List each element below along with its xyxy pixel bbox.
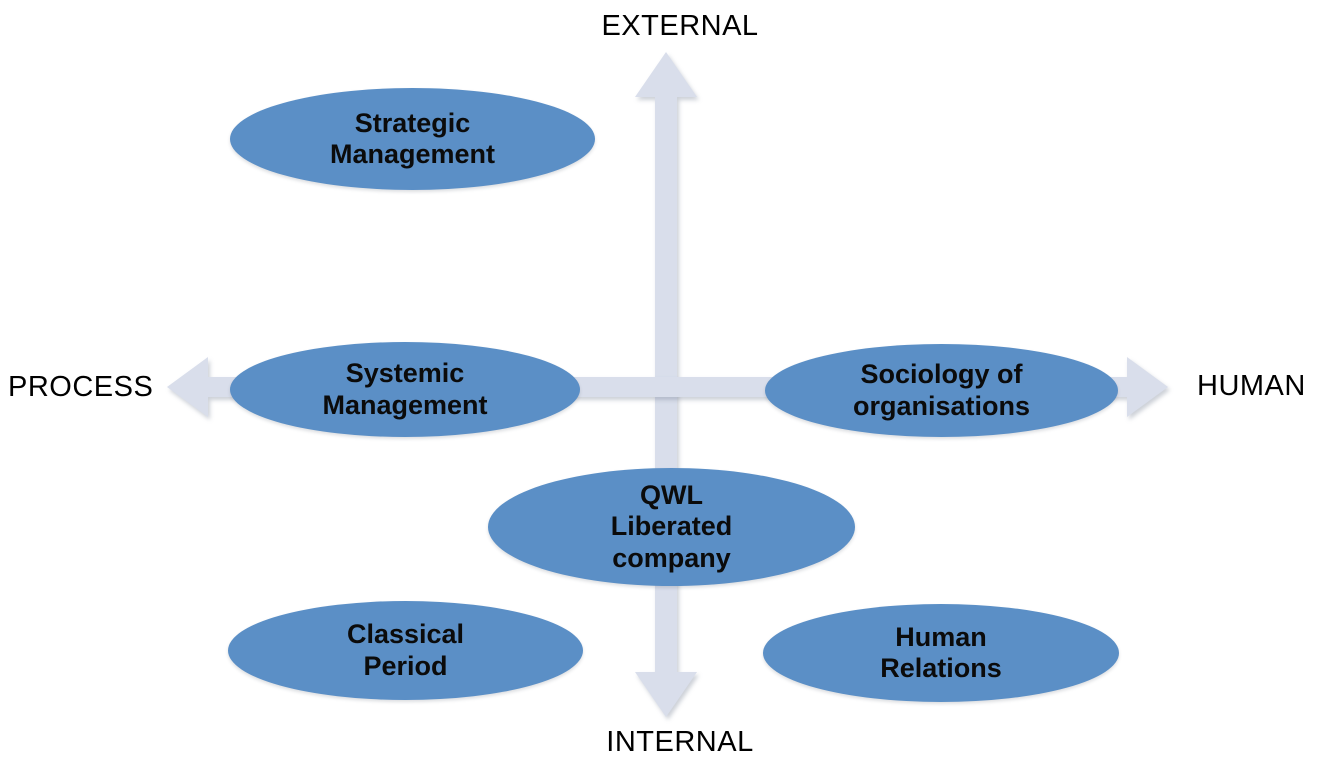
node-label-line: Liberated (610, 511, 733, 542)
arrow-left-icon (167, 357, 208, 417)
node-label-line: company (612, 542, 731, 573)
node-label-line: Classical (346, 619, 465, 650)
node-human-relations: Human Relations (763, 604, 1119, 702)
axis-label-external: EXTERNAL (601, 10, 759, 42)
node-systemic-management: Systemic Management (230, 342, 580, 437)
node-label-line: Management (329, 139, 496, 169)
node-label-line: QWL (640, 480, 703, 511)
node-label-line: Management (322, 389, 488, 420)
node-strategic-management: Strategic Management (230, 88, 595, 190)
arrow-up-icon (635, 52, 697, 97)
arrow-down-icon (635, 672, 697, 717)
vertical-axis-shaft (655, 93, 677, 675)
node-classical-period: Classical Period (228, 601, 583, 700)
arrow-right-icon (1127, 357, 1168, 417)
node-label-line: Sociology of (860, 359, 1023, 390)
node-label-line: Systemic (345, 358, 465, 389)
node-label-line: Strategic (354, 107, 471, 138)
node-label-line: Relations (880, 653, 1002, 683)
node-label-line: Period (363, 650, 448, 681)
axis-label-human: HUMAN (1197, 370, 1306, 402)
node-sociology-of-organisations: Sociology of organisations (765, 344, 1118, 437)
node-qwl-liberated-company: QWL Liberated company (488, 468, 855, 586)
axis-label-internal: INTERNAL (606, 726, 754, 758)
node-label-line: organisations (852, 390, 1031, 421)
node-label-line: Human (895, 621, 987, 652)
axis-label-process: PROCESS (8, 371, 154, 403)
